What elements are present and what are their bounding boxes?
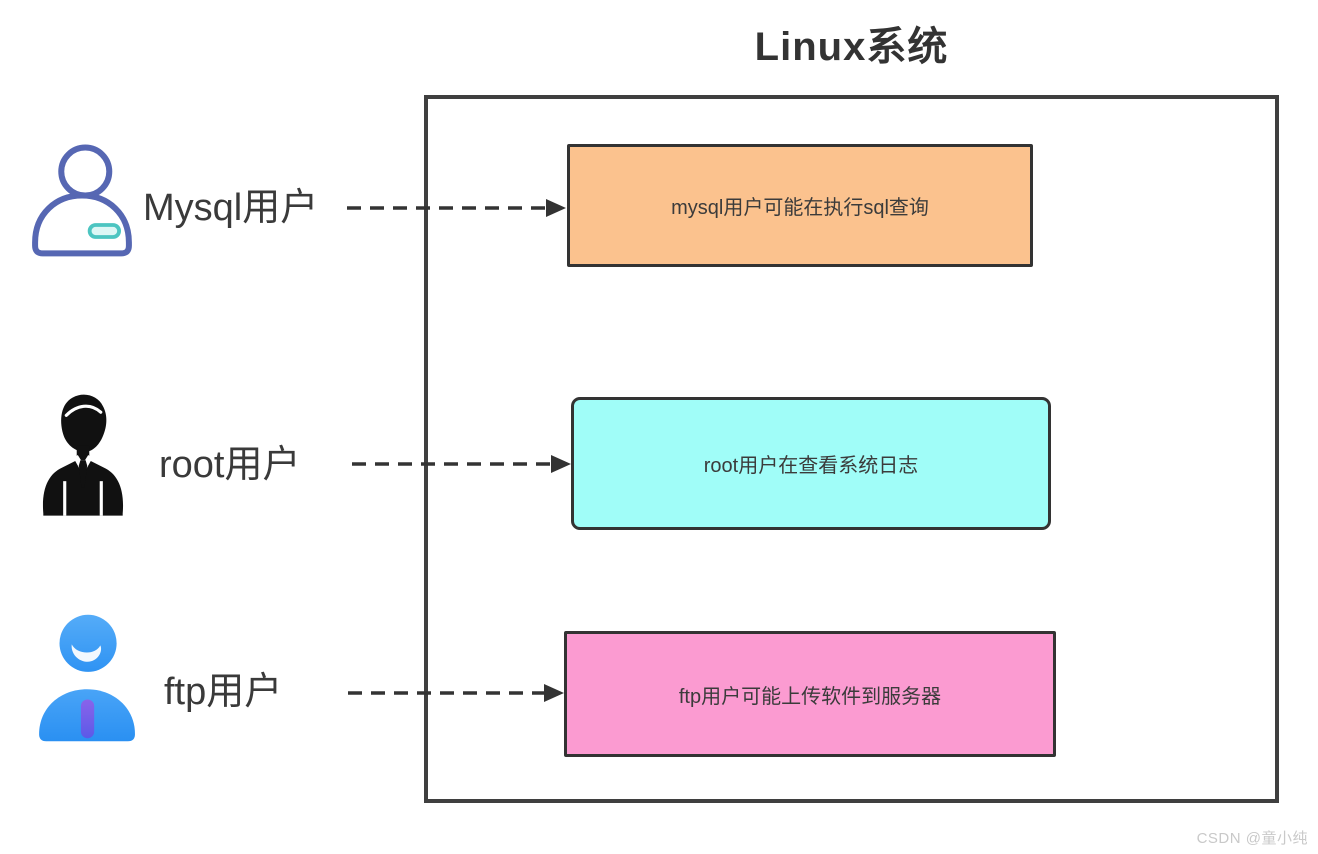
ftp-activity-text: ftp用户可能上传软件到服务器 — [678, 685, 942, 708]
businessman-icon — [36, 391, 130, 517]
root-user-label: root用户 — [159, 444, 301, 486]
root-activity-box: root用户在查看系统日志 — [571, 397, 1051, 530]
root-activity-text: root用户在查看系统日志 — [703, 455, 919, 477]
watermark: CSDN @童小纯 — [1196, 830, 1308, 847]
mysql-activity-text: mysql用户可能在执行sql查询 — [671, 197, 929, 219]
ftp-activity-box: ftp用户可能上传软件到服务器 — [564, 631, 1056, 757]
mysql-user-label: Mysql用户 — [143, 187, 319, 229]
user-filled-icon — [34, 610, 136, 744]
ftp-user-label: ftp用户 — [164, 671, 283, 713]
diagram-title: Linux系统 — [754, 25, 949, 69]
user-outline-icon — [27, 141, 137, 261]
mysql-activity-box: mysql用户可能在执行sql查询 — [567, 144, 1033, 267]
